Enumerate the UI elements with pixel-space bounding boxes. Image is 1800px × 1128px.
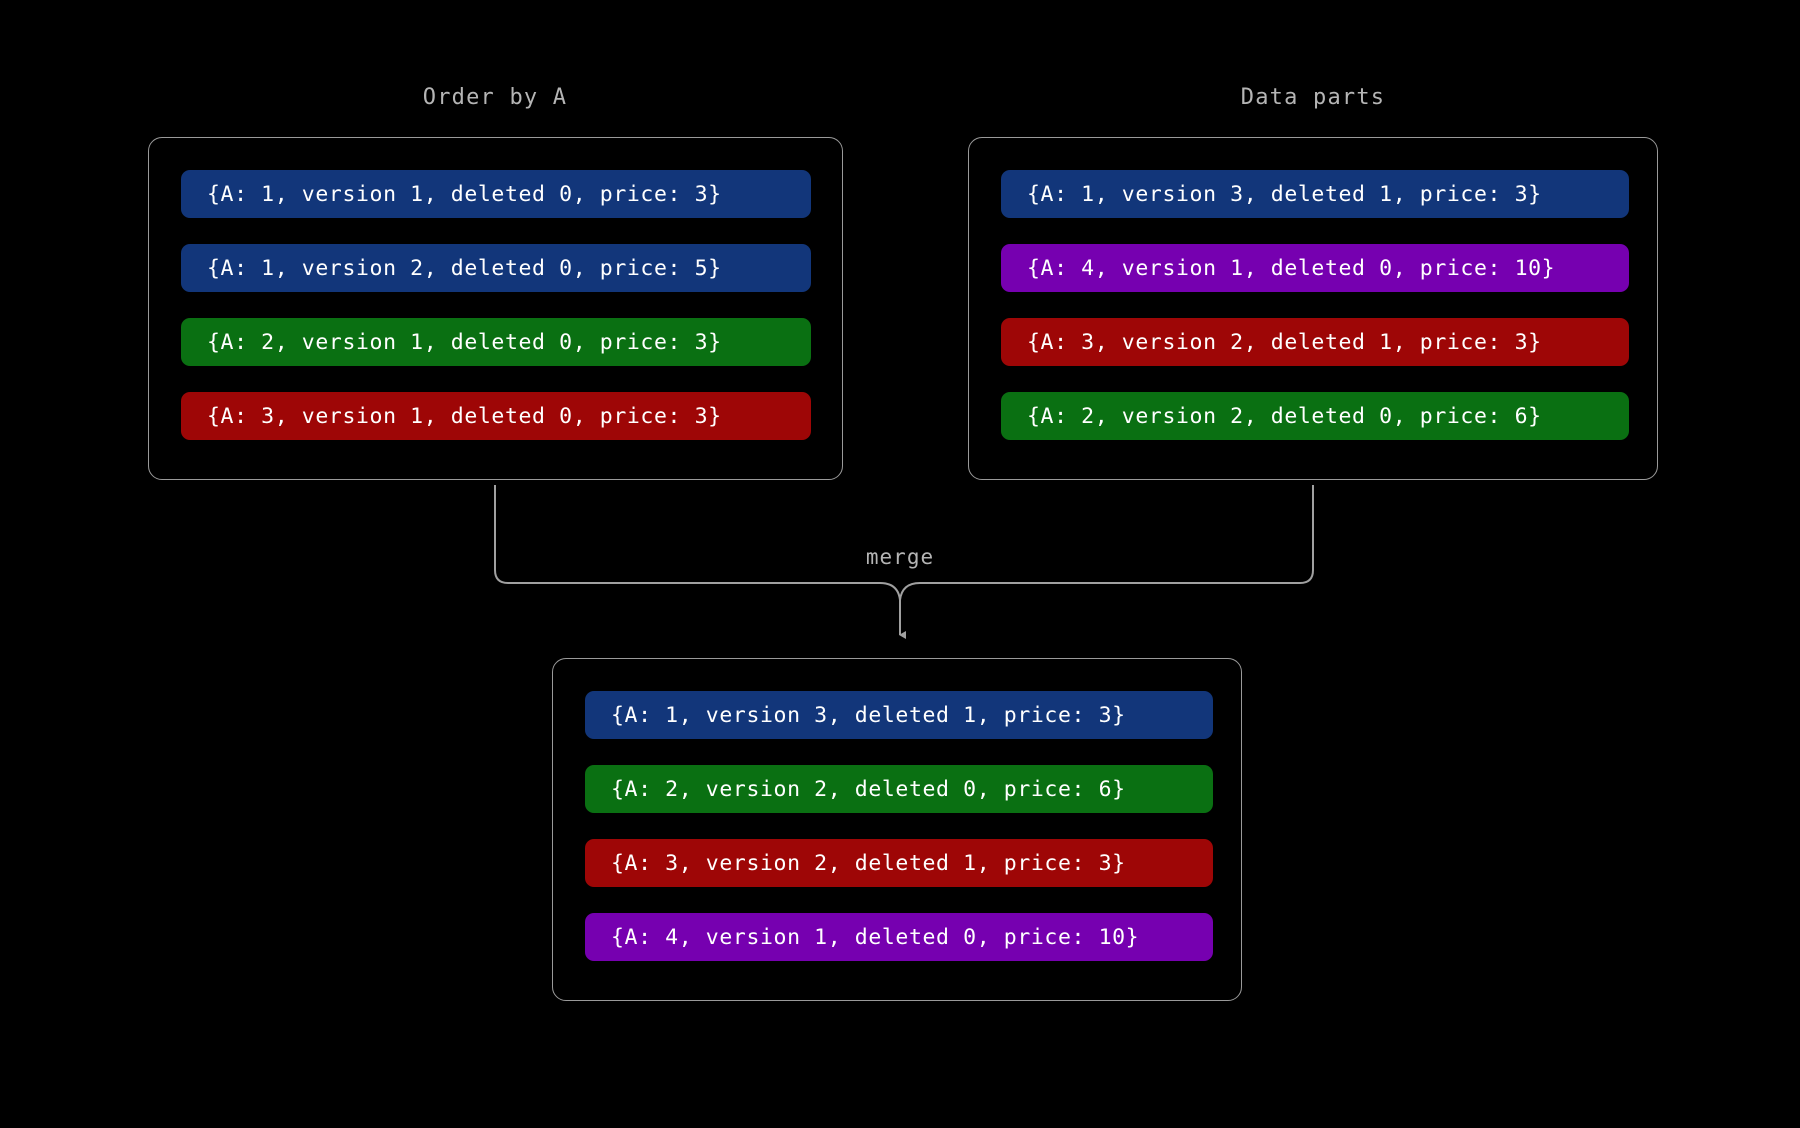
record-row[interactable]: {A: 3, version 1, deleted 0, price: 3}: [181, 392, 811, 440]
record-row[interactable]: {A: 1, version 2, deleted 0, price: 5}: [181, 244, 811, 292]
panel-order-by-a: {A: 1, version 1, deleted 0, price: 3} {…: [148, 137, 843, 480]
record-row[interactable]: {A: 1, version 3, deleted 1, price: 3}: [585, 691, 1213, 739]
panel-merged-result: {A: 1, version 3, deleted 1, price: 3} {…: [552, 658, 1242, 1001]
record-row[interactable]: {A: 1, version 3, deleted 1, price: 3}: [1001, 170, 1629, 218]
panel-data-parts: {A: 1, version 3, deleted 1, price: 3} {…: [968, 137, 1658, 480]
record-row[interactable]: {A: 2, version 2, deleted 0, price: 6}: [1001, 392, 1629, 440]
record-row[interactable]: {A: 1, version 1, deleted 0, price: 3}: [181, 170, 811, 218]
record-row[interactable]: {A: 2, version 1, deleted 0, price: 3}: [181, 318, 811, 366]
record-row[interactable]: {A: 3, version 2, deleted 1, price: 3}: [1001, 318, 1629, 366]
record-row[interactable]: {A: 3, version 2, deleted 1, price: 3}: [585, 839, 1213, 887]
merge-label: merge: [865, 545, 935, 569]
record-row[interactable]: {A: 4, version 1, deleted 0, price: 10}: [585, 913, 1213, 961]
panel-title-order-by-a: Order by A: [422, 85, 568, 110]
panel-title-data-parts: Data parts: [1240, 85, 1386, 110]
record-row[interactable]: {A: 2, version 2, deleted 0, price: 6}: [585, 765, 1213, 813]
record-row[interactable]: {A: 4, version 1, deleted 0, price: 10}: [1001, 244, 1629, 292]
